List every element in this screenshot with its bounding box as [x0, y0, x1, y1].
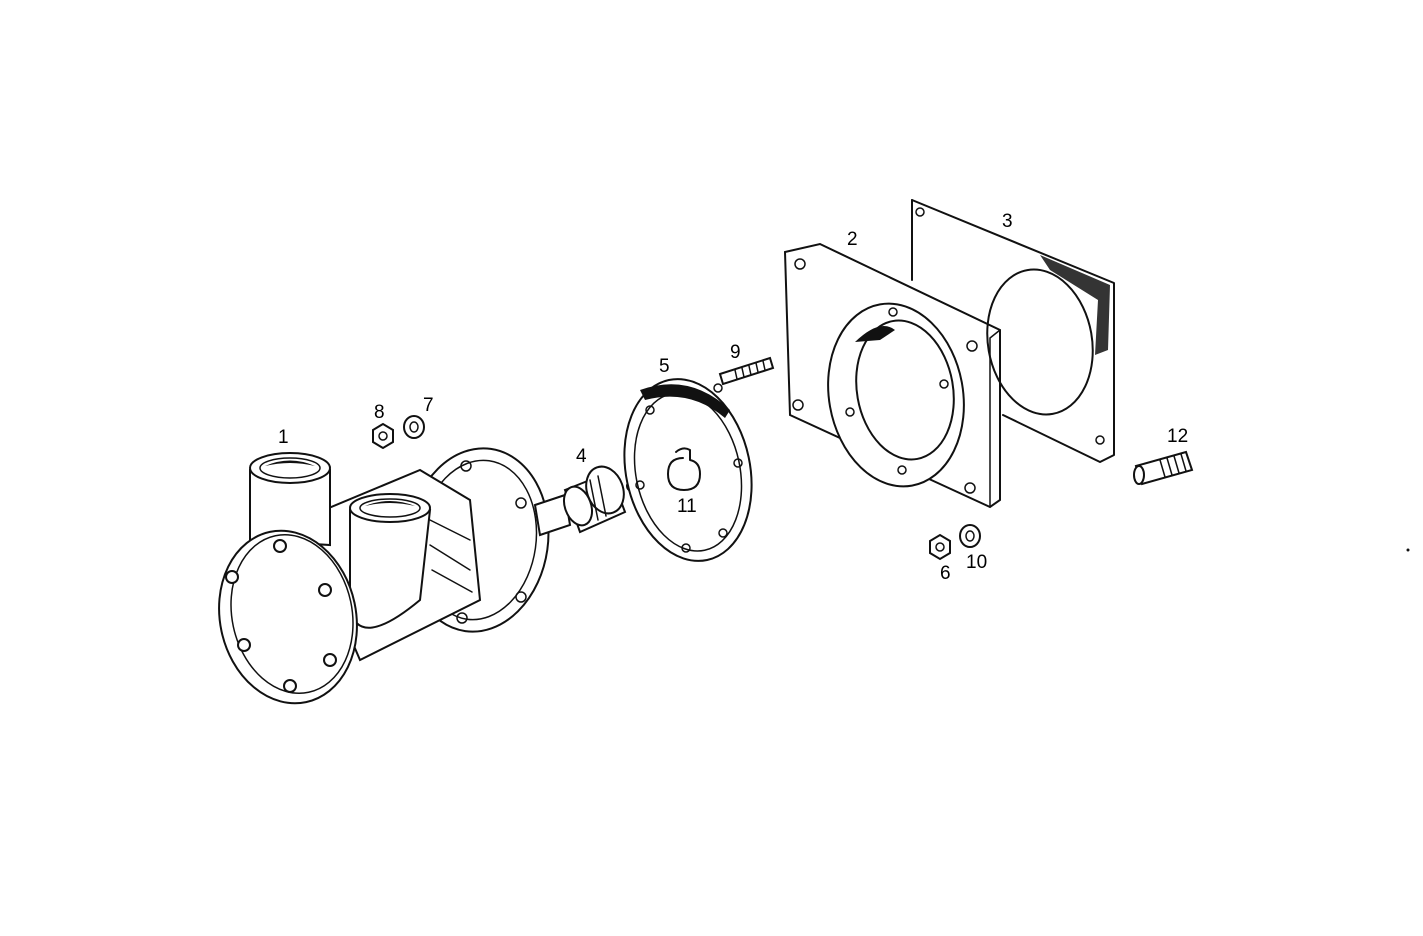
stray-dot [1406, 548, 1410, 552]
part-10-washer [959, 524, 981, 548]
part-4-shaft-seal [562, 465, 638, 534]
part-5-gasket-plate [623, 378, 753, 562]
part-8-nut [372, 422, 394, 450]
part-6-nut [929, 533, 951, 561]
callout-9: 9 [730, 342, 741, 363]
callout-1: 1 [278, 427, 289, 448]
callout-3: 3 [1002, 211, 1013, 232]
callout-7: 7 [423, 395, 434, 416]
part-7-washer [403, 415, 425, 439]
part-11-key-ring [667, 447, 701, 491]
callout-10: 10 [966, 552, 988, 573]
part-2-adapter-flange [783, 242, 1001, 509]
part-1-pump-housing [218, 447, 572, 705]
callout-11: 11 [677, 496, 697, 517]
part-3-gasket [911, 199, 1115, 463]
callout-12: 12 [1167, 426, 1189, 447]
part-9-stud [718, 356, 775, 386]
part-12-threaded-stud [1133, 450, 1194, 486]
callout-4: 4 [576, 446, 587, 467]
callout-8: 8 [374, 402, 385, 423]
callout-5: 5 [659, 356, 670, 377]
callout-6: 6 [940, 563, 951, 584]
callout-2: 2 [847, 229, 858, 250]
